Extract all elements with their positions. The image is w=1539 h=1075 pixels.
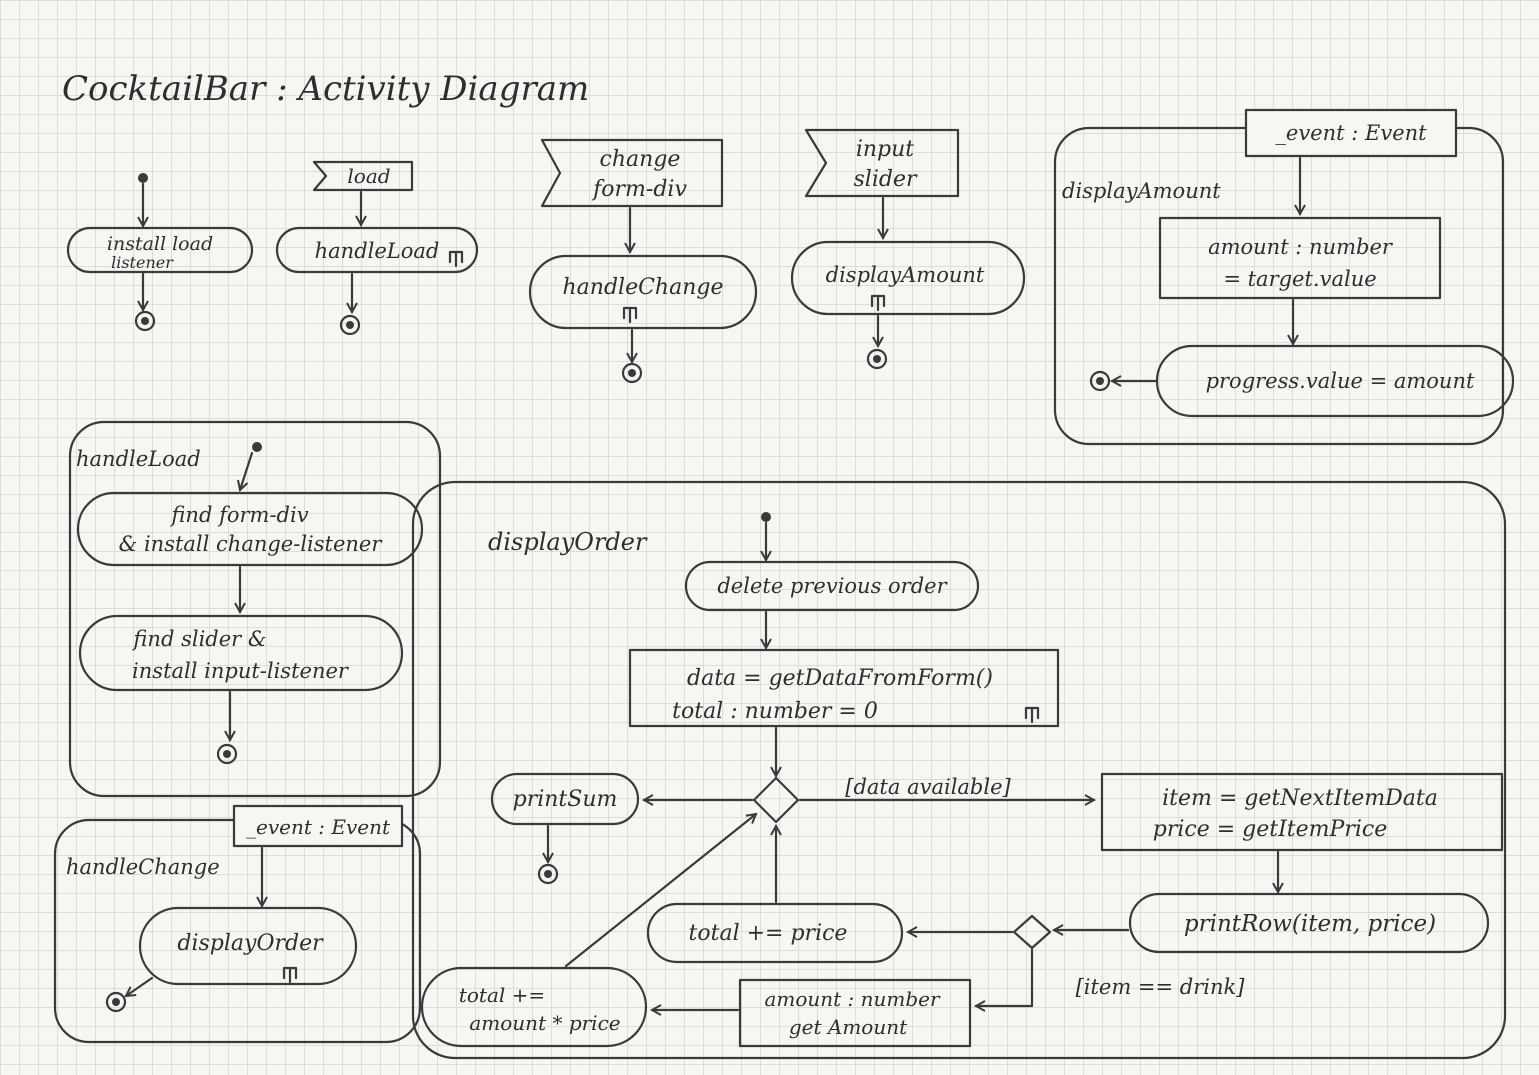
decision-data-available <box>752 776 800 824</box>
signal-input-line1: input <box>856 137 914 162</box>
action-printSum-label: printSum <box>513 787 618 812</box>
guard-data-available: [data available] <box>845 775 1011 799</box>
flow-hc-2 <box>126 976 154 996</box>
action-delete-previous-order-label: delete previous order <box>717 574 948 598</box>
initial-node-displayOrder <box>761 512 771 522</box>
action-install-load <box>66 226 254 274</box>
action-find-form-div-line2: & install change-listener <box>119 532 384 556</box>
action-amount-decl-line1: amount : number <box>1208 235 1394 259</box>
initial-node-handleLoad <box>252 442 262 452</box>
frame-handleChange-label: handleChange <box>66 855 220 879</box>
action-amount-decl-line2: = target.value <box>1223 267 1376 291</box>
param-event-displayAmount-label: _event : Event <box>1275 121 1427 145</box>
action-total-amount-line2: amount * price <box>469 1011 620 1035</box>
action-handleLoad-call <box>275 226 479 274</box>
action-get-data-line1: data = getDataFromForm() <box>687 666 993 691</box>
rake-icon <box>870 294 886 312</box>
action-handleChange-call <box>528 254 758 330</box>
final-node-handleChange <box>105 991 127 1013</box>
param-event-handleChange-label: _event : Event <box>246 815 391 839</box>
final-node-displayAmount <box>1089 370 1111 392</box>
rake-icon <box>448 250 464 268</box>
action-amount-decl <box>1158 216 1442 300</box>
action-find-form-div-line1: find form-div <box>169 503 308 527</box>
action-find-slider <box>78 614 404 692</box>
action-delete-previous-order <box>684 560 980 612</box>
action-install-load-line2: listener <box>111 253 174 272</box>
flow-hl-1 <box>240 451 254 490</box>
signal-change <box>540 138 724 208</box>
frame-displayOrder-label: displayOrder <box>488 528 648 556</box>
action-get-data <box>628 648 1060 728</box>
diagram-title: CocktailBar : Activity Diagram <box>62 69 589 109</box>
action-get-data-line2: total : number = 0 <box>672 699 878 724</box>
signal-load <box>312 160 414 192</box>
final-node-input <box>866 348 888 370</box>
rake-icon <box>282 966 298 984</box>
final-node-displayOrder <box>537 863 559 885</box>
action-total-amount-price <box>420 966 648 1048</box>
final-node-main <box>134 310 156 332</box>
action-displayOrder-call-label: displayOrder <box>177 931 324 956</box>
action-install-load-line1: install load <box>107 233 213 255</box>
param-event-displayAmount <box>1244 108 1458 158</box>
frame-displayAmount-label: displayAmount <box>1062 179 1221 203</box>
rake-icon <box>622 306 638 324</box>
action-handleLoad-call-label: handleLoad <box>315 239 440 263</box>
action-displayAmount-call <box>790 240 1026 316</box>
signal-load-label: load <box>347 164 390 188</box>
final-node-handleLoad <box>216 743 238 765</box>
action-get-amount-line1: amount : number <box>764 987 941 1011</box>
action-printRow <box>1128 892 1490 954</box>
action-get-amount-line2: get Amount <box>789 1015 908 1039</box>
frame-handleLoad <box>68 420 442 798</box>
action-printRow-label: printRow(item, price) <box>1184 911 1436 937</box>
rake-icon <box>1024 706 1040 724</box>
flow-to-amount <box>976 948 1034 1006</box>
signal-change-line1: change <box>600 147 681 172</box>
action-get-amount <box>738 978 972 1048</box>
signal-input <box>804 128 960 198</box>
signal-change-line2: form-div <box>591 177 687 202</box>
action-find-slider-line1: find slider & <box>131 627 266 651</box>
frame-handleLoad-label: handleLoad <box>76 447 201 471</box>
action-printSum <box>490 772 640 826</box>
final-node-change <box>621 362 643 384</box>
final-node-load <box>339 314 361 336</box>
guard-item-drink: [item == drink] <box>1076 975 1246 999</box>
flow-amount-loop-back <box>564 814 756 968</box>
action-displayOrder-call <box>138 906 358 986</box>
frame-displayOrder <box>411 480 1507 1060</box>
action-get-item-line1: item = getNextItemData <box>1162 786 1438 811</box>
action-find-form-div <box>76 491 424 567</box>
action-total-amount-line1: total += <box>459 983 545 1007</box>
action-find-slider-line2: install input-listener <box>132 659 350 683</box>
param-event-handleChange <box>232 804 404 848</box>
action-get-item <box>1100 772 1504 852</box>
action-total-price-label: total += price <box>689 921 848 946</box>
initial-node-main <box>138 173 148 183</box>
decision-item-drink <box>1012 914 1052 950</box>
action-total-price <box>646 902 904 964</box>
action-progress-value-label: progress.value = amount <box>1206 369 1475 393</box>
action-handleChange-call-label: handleChange <box>563 275 724 300</box>
action-displayAmount-call-label: displayAmount <box>826 263 985 287</box>
action-get-item-line2: price = getItemPrice <box>1153 817 1387 842</box>
signal-input-line2: slider <box>854 167 918 192</box>
